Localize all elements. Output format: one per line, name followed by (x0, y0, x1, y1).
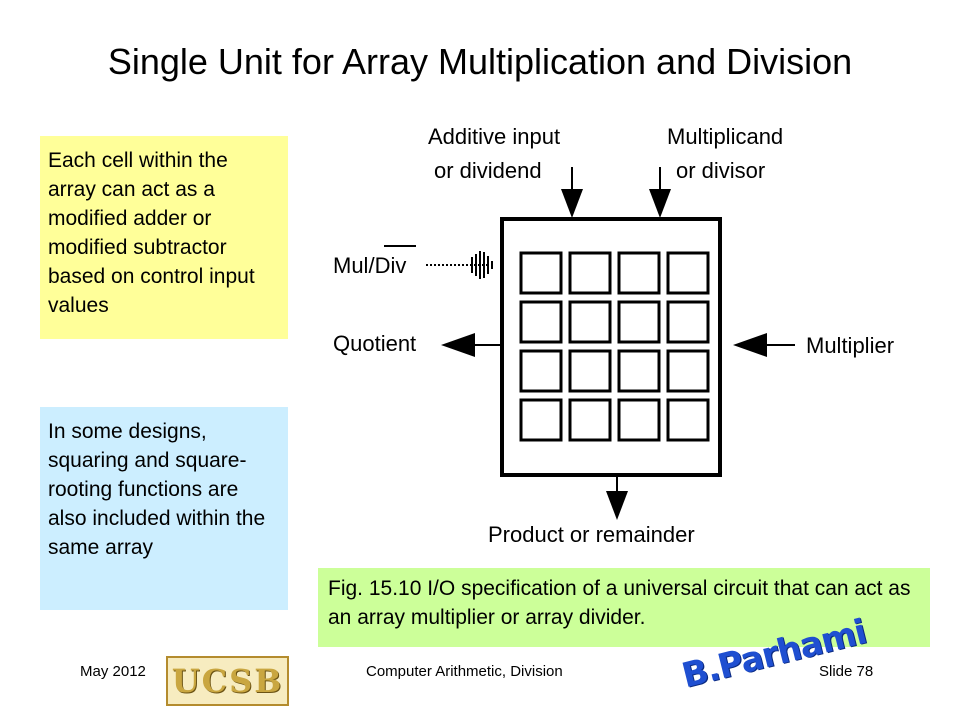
arrow-multiplier-head (733, 333, 767, 357)
array-cell (617, 349, 661, 393)
array-cell (568, 251, 612, 295)
label-div: Div (374, 253, 407, 278)
array-cell (568, 398, 612, 442)
array-cell (568, 349, 612, 393)
array-cell (617, 300, 661, 344)
note-squaring: In some designs, squaring and square-roo… (40, 407, 288, 610)
array-cell (666, 398, 710, 442)
ucsb-logo: UCSB (166, 656, 289, 706)
label-mul: Mul/ (333, 253, 375, 278)
label-multiplicand: Multiplicand (667, 124, 784, 149)
label-or-dividend: or dividend (434, 158, 542, 183)
array-cell (617, 251, 661, 295)
arrow-divisor-head (649, 189, 671, 218)
array-cell (666, 300, 710, 344)
ucsb-logo-text: UCSB (171, 662, 284, 700)
label-quotient: Quotient (333, 331, 417, 356)
label-mul-div: Mul/Div (333, 253, 406, 279)
array-cell (519, 398, 563, 442)
slide-title: Single Unit for Array Multiplication and… (107, 41, 853, 82)
arrow-product-head (606, 491, 628, 520)
footer-slide-number: Slide 78 (819, 663, 874, 680)
arrow-quotient-head (441, 333, 475, 357)
footer-course: Computer Arithmetic, Division (366, 663, 563, 680)
array-cell (519, 300, 563, 344)
label-product-or-remainder: Product or remainder (488, 522, 695, 547)
array-cell (519, 349, 563, 393)
label-or-divisor: or divisor (676, 158, 766, 183)
cell-grid (519, 251, 710, 442)
array-block (500, 217, 722, 477)
label-multiplier: Multiplier (806, 333, 895, 358)
array-cell (617, 398, 661, 442)
array-cell (519, 251, 563, 295)
array-cell (666, 251, 710, 295)
label-additive-input: Additive input (428, 124, 561, 149)
control-dotted-head (471, 251, 493, 279)
arrow-dividend-head (561, 189, 583, 218)
array-cell (666, 349, 710, 393)
array-cell (568, 300, 612, 344)
footer-date: May 2012 (80, 663, 146, 680)
note-cell-behavior: Each cell within the array can act as a … (40, 136, 288, 339)
figure-caption: Fig. 15.10 I/O specification of a univer… (318, 568, 930, 647)
